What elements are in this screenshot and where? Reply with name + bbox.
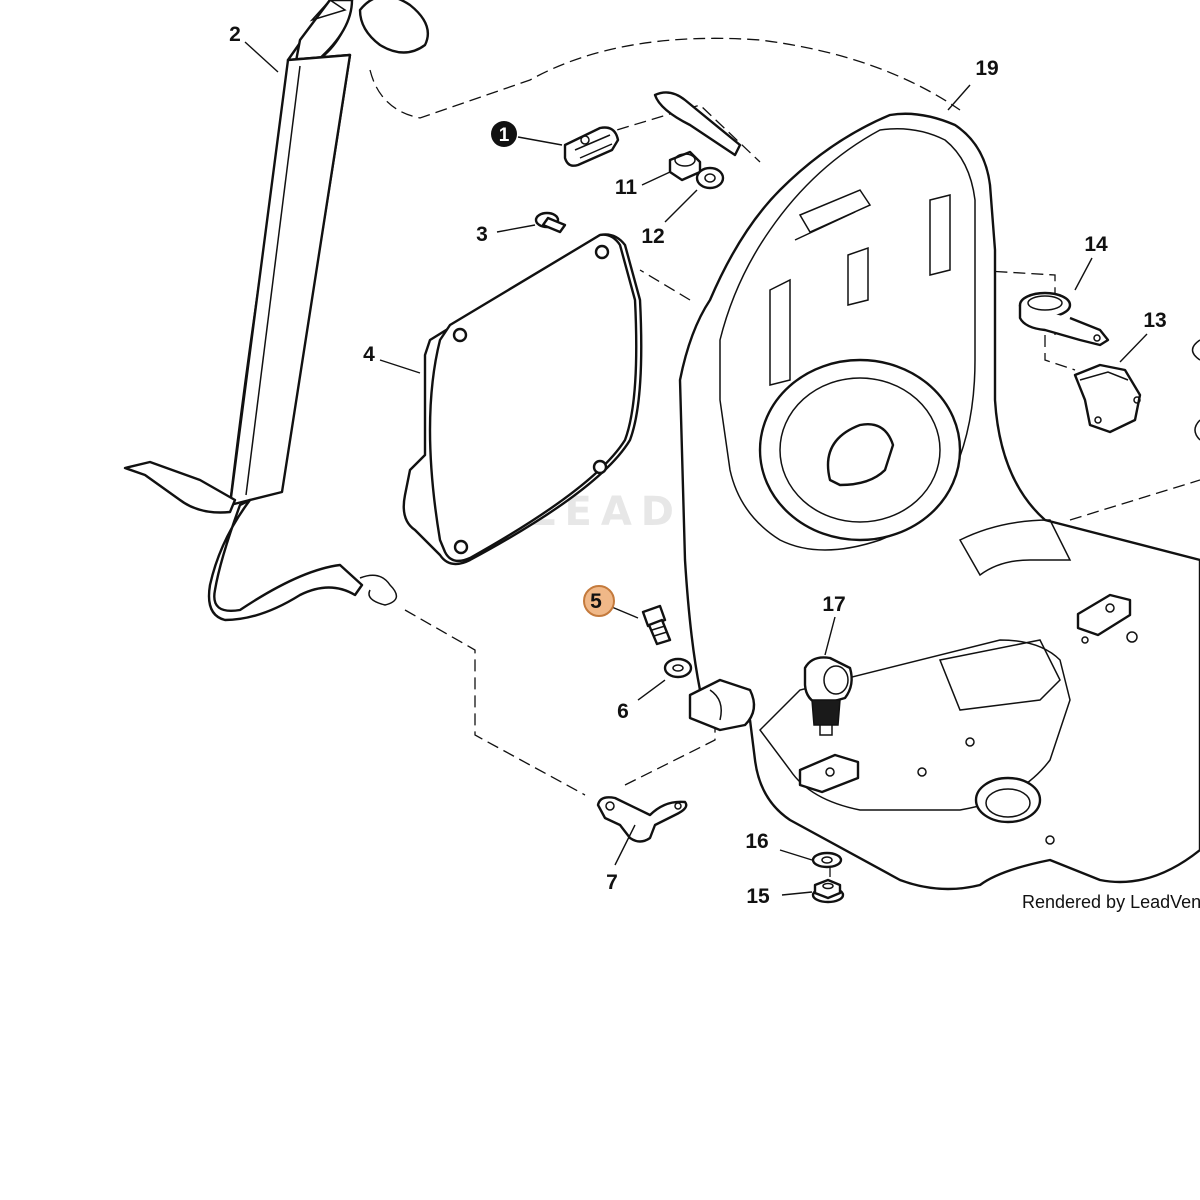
callout-19[interactable]: 19 — [975, 57, 998, 80]
svg-text:16: 16 — [745, 830, 768, 853]
callout-6[interactable]: 6 — [617, 700, 629, 723]
callout-3[interactable]: 3 — [476, 223, 488, 246]
washer-6 — [663, 657, 693, 679]
callout-13[interactable]: 13 — [1143, 309, 1166, 332]
clamp-band-14 — [1018, 291, 1110, 347]
leader-lines — [244, 41, 1148, 896]
bolt-5 — [641, 604, 672, 646]
callout-1[interactable]: 1 — [491, 121, 517, 147]
grommet-17 — [803, 656, 853, 736]
svg-text:7: 7 — [606, 871, 618, 894]
render-credit: Rendered by LeadVent — [1022, 892, 1200, 912]
callout-16[interactable]: 16 — [745, 830, 768, 853]
callout-17[interactable]: 17 — [822, 593, 845, 616]
svg-text:3: 3 — [476, 223, 488, 246]
svg-text:15: 15 — [746, 885, 770, 908]
callout-7[interactable]: 7 — [606, 871, 618, 894]
callout-2[interactable]: 2 — [229, 23, 241, 46]
callout-5[interactable]: 5 — [583, 585, 615, 617]
push-rivet-3 — [534, 211, 567, 234]
mount-bracket-13 — [1073, 363, 1142, 434]
svg-text:11: 11 — [615, 176, 638, 199]
callout-4[interactable]: 4 — [363, 343, 375, 366]
svg-text:13: 13 — [1143, 309, 1166, 332]
svg-text:14: 14 — [1084, 233, 1108, 256]
retaining-strap — [653, 91, 742, 157]
callout-15[interactable]: 15 — [746, 885, 770, 908]
flange-nut-15 — [811, 878, 845, 904]
cable-clip — [563, 126, 620, 167]
svg-text:5: 5 — [590, 590, 602, 613]
backpack-frame — [678, 112, 1200, 891]
svg-text:19: 19 — [975, 57, 998, 80]
callout-12[interactable]: 12 — [641, 225, 664, 248]
callout-14[interactable]: 14 — [1084, 233, 1108, 256]
nut-11 — [668, 150, 702, 182]
callout-11[interactable]: 11 — [615, 176, 638, 199]
p-clamp-7 — [596, 796, 688, 843]
svg-text:17: 17 — [822, 593, 845, 616]
washer-12 — [695, 166, 725, 190]
svg-text:6: 6 — [617, 700, 629, 723]
washer-16 — [811, 851, 843, 869]
svg-text:12: 12 — [641, 225, 664, 248]
cover-plate — [402, 233, 643, 566]
svg-text:2: 2 — [229, 23, 241, 46]
harness-strap — [123, 0, 430, 622]
svg-text:1: 1 — [499, 125, 510, 146]
svg-text:4: 4 — [363, 343, 375, 366]
